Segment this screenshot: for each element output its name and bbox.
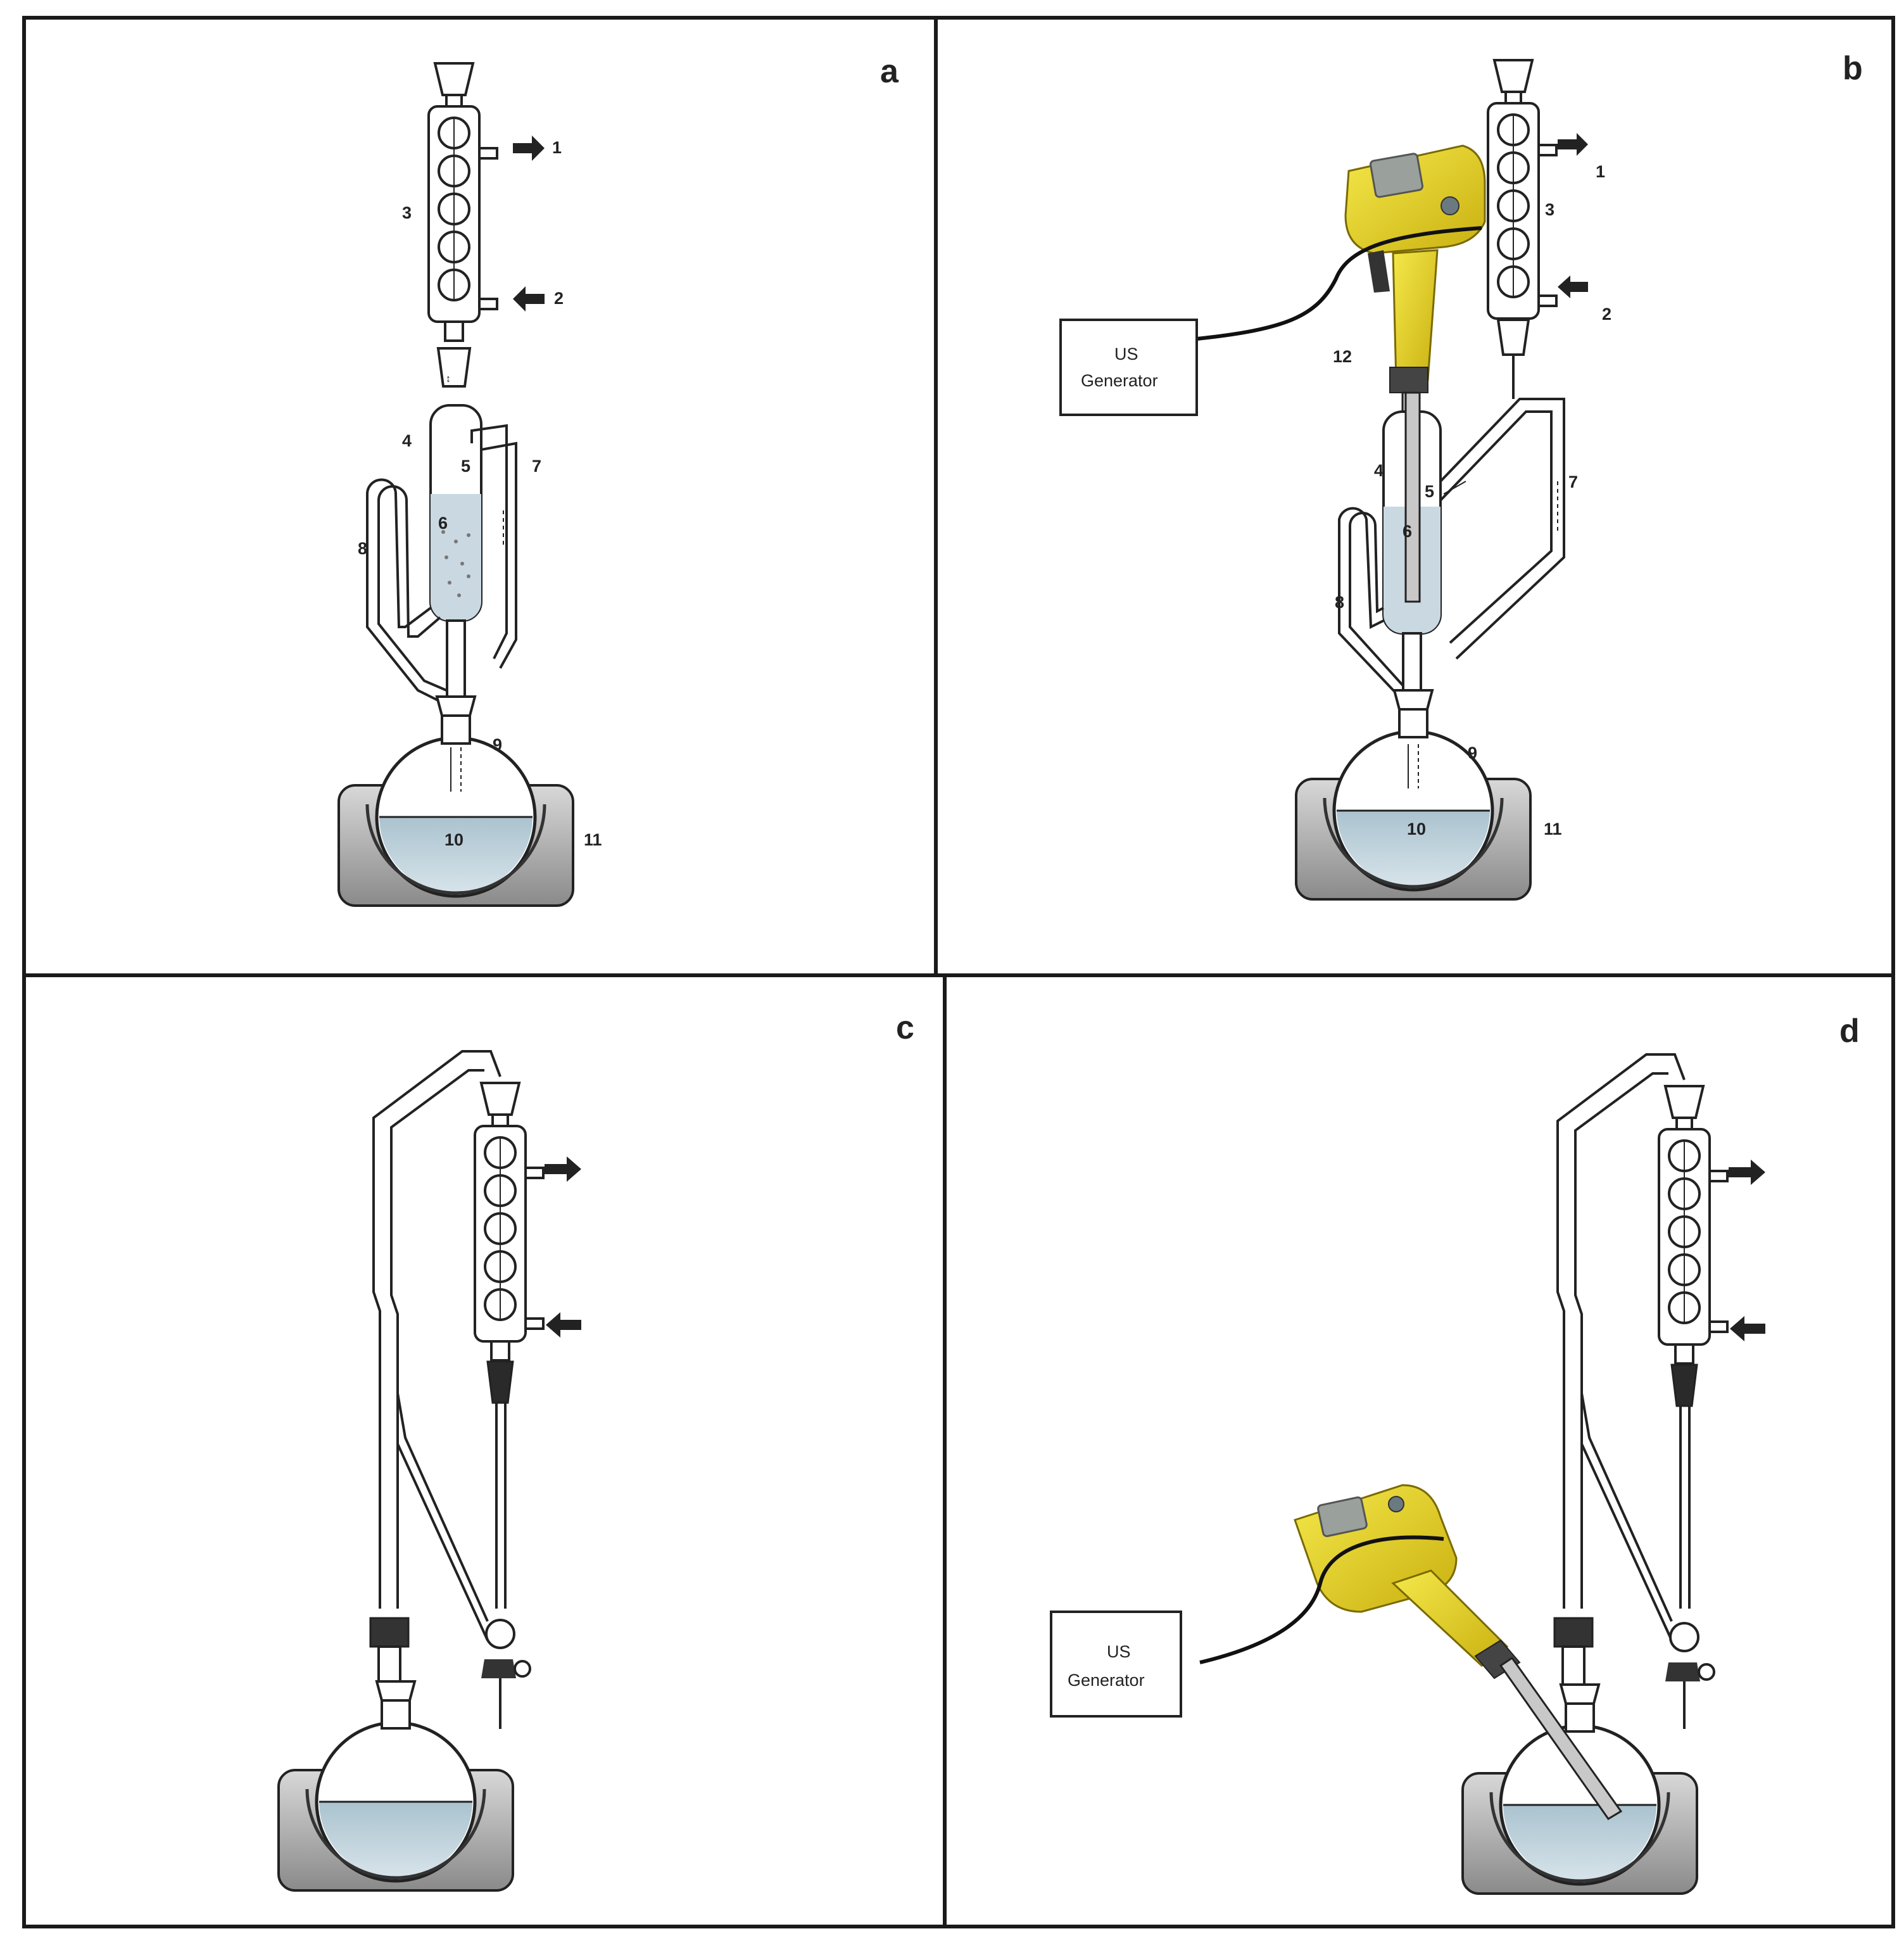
svg-text:↕: ↕	[446, 374, 451, 384]
probe-cable-d	[1199, 1535, 1444, 1664]
svg-text:Generator: Generator	[1068, 1671, 1145, 1690]
panel-c: c	[279, 1009, 914, 1890]
coolant-out-arrow-d	[1729, 1160, 1765, 1185]
coolant-out-arrow-a	[513, 136, 545, 161]
label-9-a: 9	[493, 735, 502, 754]
label-7-b: 7	[1568, 472, 1578, 491]
label-9-b: 9	[1468, 744, 1477, 763]
label-1-a: 1	[552, 138, 562, 157]
panel-b: b US Generator	[1059, 50, 1863, 899]
label-10-b: 10	[1407, 820, 1426, 839]
panel-d: d U	[1050, 1013, 1860, 1894]
ultrasonic-probe-d	[1294, 1484, 1623, 1821]
label-1-b: 1	[1596, 162, 1605, 181]
flask-mantle-a	[339, 697, 573, 906]
condenser-a	[427, 62, 498, 342]
us-generator-d: US Generator	[1050, 1611, 1182, 1718]
label-8-b: 8	[1335, 593, 1344, 612]
label-5-b: 5	[1425, 482, 1434, 501]
label-4-b: 4	[1374, 461, 1384, 480]
label-11-b: 11	[1544, 820, 1562, 839]
panel-frame-d	[943, 973, 1895, 1928]
coolant-in-arrow-a	[513, 286, 545, 312]
label-4-a: 4	[402, 431, 412, 450]
label-7-a: 7	[532, 457, 541, 476]
panel-letter-c: c	[896, 1009, 914, 1046]
label-6-b: 6	[1403, 522, 1412, 541]
flask-mantle-d	[1463, 1685, 1697, 1894]
probe-cable-b	[1196, 226, 1482, 341]
svg-text:US: US	[1114, 345, 1138, 364]
panel-letter-a: a	[880, 53, 899, 90]
coolant-out-arrow-b	[1558, 133, 1588, 156]
label-8-a: 8	[358, 539, 367, 558]
label-2-b: 2	[1602, 305, 1611, 324]
svg-text:Generator: Generator	[1081, 371, 1158, 390]
label-12-b: 12	[1333, 347, 1352, 366]
condenser-b	[1487, 59, 1558, 339]
panel-a: a ↕ 1 2 3 4 5	[339, 53, 899, 906]
coolant-out-arrow-c	[545, 1156, 581, 1182]
label-3-b: 3	[1545, 200, 1554, 219]
coolant-in-arrow-b	[1558, 275, 1588, 298]
label-11-a: 11	[584, 830, 602, 849]
label-10-a: 10	[444, 830, 463, 849]
condenser-d	[1658, 1085, 1729, 1365]
flask-mantle-c	[279, 1681, 513, 1890]
condenser-c	[474, 1082, 545, 1362]
flask-mantle-b	[1296, 690, 1530, 899]
coolant-in-arrow-c	[546, 1312, 581, 1338]
label-2-a: 2	[554, 289, 564, 308]
us-generator-b: US Generator	[1059, 319, 1198, 416]
panel-letter-b: b	[1843, 50, 1863, 87]
svg-text:US: US	[1107, 1642, 1131, 1661]
label-3-a: 3	[402, 203, 412, 222]
coolant-in-arrow-d	[1730, 1316, 1765, 1341]
label-6-a: 6	[438, 514, 448, 533]
panel-letter-d: d	[1839, 1013, 1860, 1049]
label-5-a: 5	[461, 457, 470, 476]
